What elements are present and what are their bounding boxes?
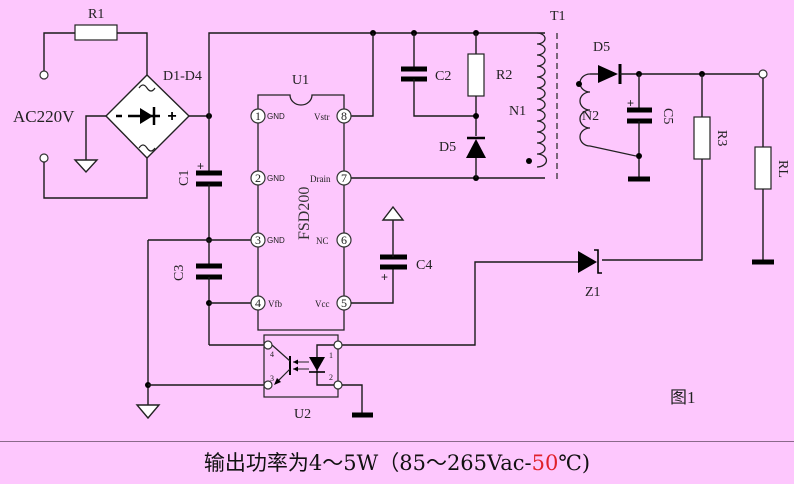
svg-text:4: 4 — [255, 296, 261, 310]
u1-pin-3[interactable]: 3 GND — [250, 232, 285, 248]
label-c1: C1 — [177, 170, 192, 186]
label-u2: U2 — [294, 407, 311, 422]
label-d5-secondary: D5 — [593, 40, 610, 55]
label-r1: R1 — [88, 7, 104, 22]
svg-text:Vfb: Vfb — [268, 299, 282, 309]
resistor-r2 — [467, 53, 485, 97]
label-c2: C2 — [435, 69, 451, 84]
label-d1-d4: D1-D4 — [163, 69, 202, 84]
svg-text:2: 2 — [255, 171, 261, 185]
transformer-t1: T1 N1 N2 — [509, 9, 637, 182]
label-r2: R2 — [496, 68, 512, 83]
u1-pin-6[interactable]: 6 NC — [316, 232, 352, 248]
label-n1: N1 — [509, 104, 526, 119]
u1-pin-2[interactable]: 2 GND — [250, 170, 285, 186]
ic-u1-fsd200: U1 FSD200 1 GND 2 GND 3 GND 4 Vfb 8 Vstr — [250, 73, 352, 331]
svg-text:1: 1 — [255, 109, 261, 123]
diode-icon — [598, 65, 618, 83]
diode-d5-primary: D5 — [439, 136, 486, 178]
ac-symbol-icon — [138, 84, 156, 92]
ac-symbol-icon — [138, 144, 156, 152]
output-terminal[interactable] — [758, 69, 768, 79]
bridge-plus-sign: + — [167, 108, 176, 125]
bridge-rectifier: + — [105, 74, 190, 159]
caption-prefix: 输出功率为4～5W（85～265Vac- — [203, 451, 532, 475]
ground-icon — [73, 159, 99, 174]
diode-icon — [466, 139, 486, 158]
supply-arrow-icon — [381, 205, 405, 221]
u2-pin-1[interactable] — [333, 340, 343, 350]
svg-text:GND: GND — [267, 112, 285, 121]
label-c3: C3 — [172, 265, 187, 281]
label-n2: N2 — [582, 109, 599, 124]
schematic-diagram: R1 AC220V + D1-D4 + — [13, 7, 790, 422]
label-rl: RL — [775, 160, 790, 178]
label-u1: U1 — [292, 73, 309, 88]
svg-text:GND: GND — [267, 236, 285, 245]
caption-text: 输出功率为4～5W（85～265Vac-50℃) — [204, 451, 590, 475]
diode-icon — [140, 108, 153, 124]
optocoupler-u2: 4 3 1 2 U2 — [263, 334, 343, 422]
zener-diode-icon — [578, 251, 597, 273]
u1-pin-1[interactable]: 1 GND — [250, 108, 285, 124]
u2-pin-3[interactable] — [263, 380, 273, 390]
svg-text:7: 7 — [341, 171, 347, 185]
ac-terminal-bottom[interactable] — [39, 153, 49, 163]
u1-pin-8[interactable]: 8 Vstr — [314, 108, 352, 124]
u1-pin-5[interactable]: 5 Vcc — [315, 295, 352, 311]
label-t1: T1 — [550, 9, 566, 24]
svg-text:1: 1 — [329, 351, 333, 360]
u2-pin-4[interactable] — [263, 340, 273, 350]
ac-terminal-top[interactable] — [39, 70, 49, 80]
u1-pin-4[interactable]: 4 Vfb — [250, 295, 282, 311]
svg-text:6: 6 — [341, 233, 347, 247]
svg-text:2: 2 — [329, 373, 333, 382]
svg-text:8: 8 — [341, 109, 347, 123]
resistor-rl — [754, 146, 772, 190]
u2-pin-2[interactable] — [333, 380, 343, 390]
svg-text:Vstr: Vstr — [314, 112, 330, 122]
caption-highlight: 50 — [531, 451, 559, 475]
svg-text:3: 3 — [270, 374, 274, 383]
caption-bar: 输出功率为4～5W（85～265Vac-50℃) — [0, 441, 794, 484]
capacitor-c3: C3 — [172, 240, 222, 345]
c1-plus-sign: + — [197, 159, 204, 173]
c5-plus-sign: + — [627, 96, 634, 110]
capacitor-c4: + C4 — [351, 205, 432, 304]
u1-pin-7[interactable]: 7 Drain — [310, 170, 352, 186]
label-z1: Z1 — [585, 285, 601, 300]
svg-text:Drain: Drain — [310, 174, 331, 184]
diode-d5-secondary: D5 — [593, 40, 622, 84]
capacitor-c2: C2 — [401, 33, 476, 117]
svg-text:5: 5 — [341, 296, 347, 310]
resistor-r1 — [74, 24, 118, 41]
svg-text:NC: NC — [316, 236, 329, 246]
svg-text:4: 4 — [270, 350, 274, 359]
primary-winding-n1 — [536, 32, 548, 168]
svg-text:Vcc: Vcc — [315, 299, 330, 309]
label-c4: C4 — [416, 258, 432, 273]
svg-text:3: 3 — [255, 233, 261, 247]
resistor-r3 — [693, 116, 711, 160]
label-ac220v: AC220V — [13, 107, 75, 126]
capacitor-c1: + C1 — [177, 116, 222, 240]
label-fsd200: FSD200 — [296, 187, 313, 240]
label-d5-primary: D5 — [439, 140, 456, 155]
secondary-winding-n2 — [579, 73, 637, 157]
caption-suffix: ℃) — [558, 451, 591, 475]
capacitor-c5: + C5 — [627, 74, 675, 178]
ground-icon — [135, 404, 161, 420]
svg-text:GND: GND — [267, 174, 285, 183]
c4-plus-sign: + — [381, 270, 388, 284]
label-r3: R3 — [714, 130, 729, 146]
led-icon — [309, 357, 325, 371]
zener-z1: Z1 — [338, 249, 602, 346]
figure-label: 图1 — [670, 388, 696, 407]
label-c5: C5 — [660, 108, 675, 124]
ac-input-section: R1 AC220V + D1-D4 — [13, 7, 212, 199]
